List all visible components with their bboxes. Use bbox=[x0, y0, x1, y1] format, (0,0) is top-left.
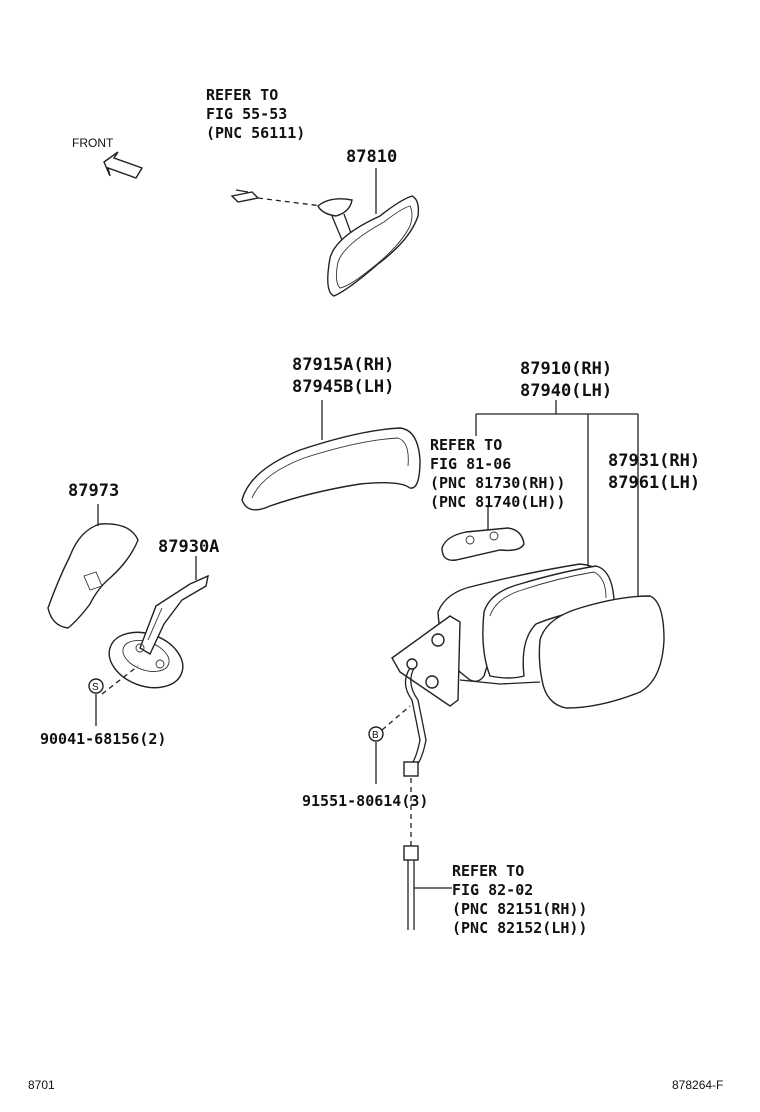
screw-dash-line bbox=[101, 665, 139, 695]
part-no-87973: 87973 bbox=[68, 481, 120, 501]
inner-refer-line3: (PNC 56111) bbox=[206, 124, 306, 142]
part-no-screw: 90041-68156(2) bbox=[40, 730, 167, 748]
wire-refer-line1: REFER TO bbox=[452, 862, 525, 880]
part-no-87810: 87810 bbox=[346, 147, 398, 167]
bracket-87930a bbox=[108, 574, 209, 689]
outer-refer-line3: (PNC 81730(RH)) bbox=[430, 474, 566, 492]
wire-refer-line3: (PNC 82151(RH)) bbox=[452, 900, 588, 918]
screw-symbol: S bbox=[92, 682, 99, 693]
inner-mirror-87810 bbox=[317, 195, 420, 297]
footer-figure-no: 8701 bbox=[28, 1078, 55, 1092]
glass-part-rh: 87931(RH) bbox=[608, 451, 701, 471]
inner-refer-line1: REFER TO bbox=[206, 86, 279, 104]
outer-mirror-leaders bbox=[475, 400, 639, 600]
part-no-87930a: 87930A bbox=[158, 537, 220, 557]
screw-symbol-circle bbox=[88, 678, 104, 694]
mirror-glass bbox=[538, 595, 665, 709]
front-label: FRONT bbox=[72, 136, 114, 150]
inner-mirror-pad bbox=[230, 189, 260, 203]
outer-mirror-part-lh: 87940(LH) bbox=[520, 381, 613, 401]
bolt-symbol-circle bbox=[368, 726, 384, 742]
outer-refer-line4: (PNC 81740(LH)) bbox=[430, 493, 566, 511]
bolt-symbol: B bbox=[372, 730, 379, 741]
garnish-87973 bbox=[47, 523, 139, 629]
cover-part-lh: 87945B(LH) bbox=[292, 377, 395, 397]
outer-mirror-base bbox=[391, 615, 541, 707]
outer-refer-line2: FIG 81-06 bbox=[430, 455, 512, 473]
outer-refer-line1: REFER TO bbox=[430, 436, 503, 454]
outer-mirror-part-rh: 87910(RH) bbox=[520, 359, 613, 379]
outer-mirror-housing bbox=[437, 563, 615, 683]
mirror-cover bbox=[241, 427, 421, 511]
mirror-lamp-part bbox=[441, 527, 525, 561]
mirror-wire-harness bbox=[403, 667, 427, 777]
part-no-bolt: 91551-80614(3) bbox=[302, 792, 429, 810]
glass-part-lh: 87961(LH) bbox=[608, 473, 701, 493]
bolt-dash-line bbox=[381, 705, 411, 731]
wire-refer-line4: (PNC 82152(LH)) bbox=[452, 919, 588, 937]
footer-drawing-no: 878264-F bbox=[672, 1078, 724, 1092]
inner-mirror-dash-line bbox=[257, 197, 323, 207]
cover-part-rh: 87915A(RH) bbox=[292, 355, 395, 375]
body-wire-connector bbox=[403, 845, 452, 930]
inner-refer-line2: FIG 55-53 bbox=[206, 105, 288, 123]
front-arrow-icon bbox=[103, 151, 144, 179]
wire-refer-line2: FIG 82-02 bbox=[452, 881, 534, 899]
